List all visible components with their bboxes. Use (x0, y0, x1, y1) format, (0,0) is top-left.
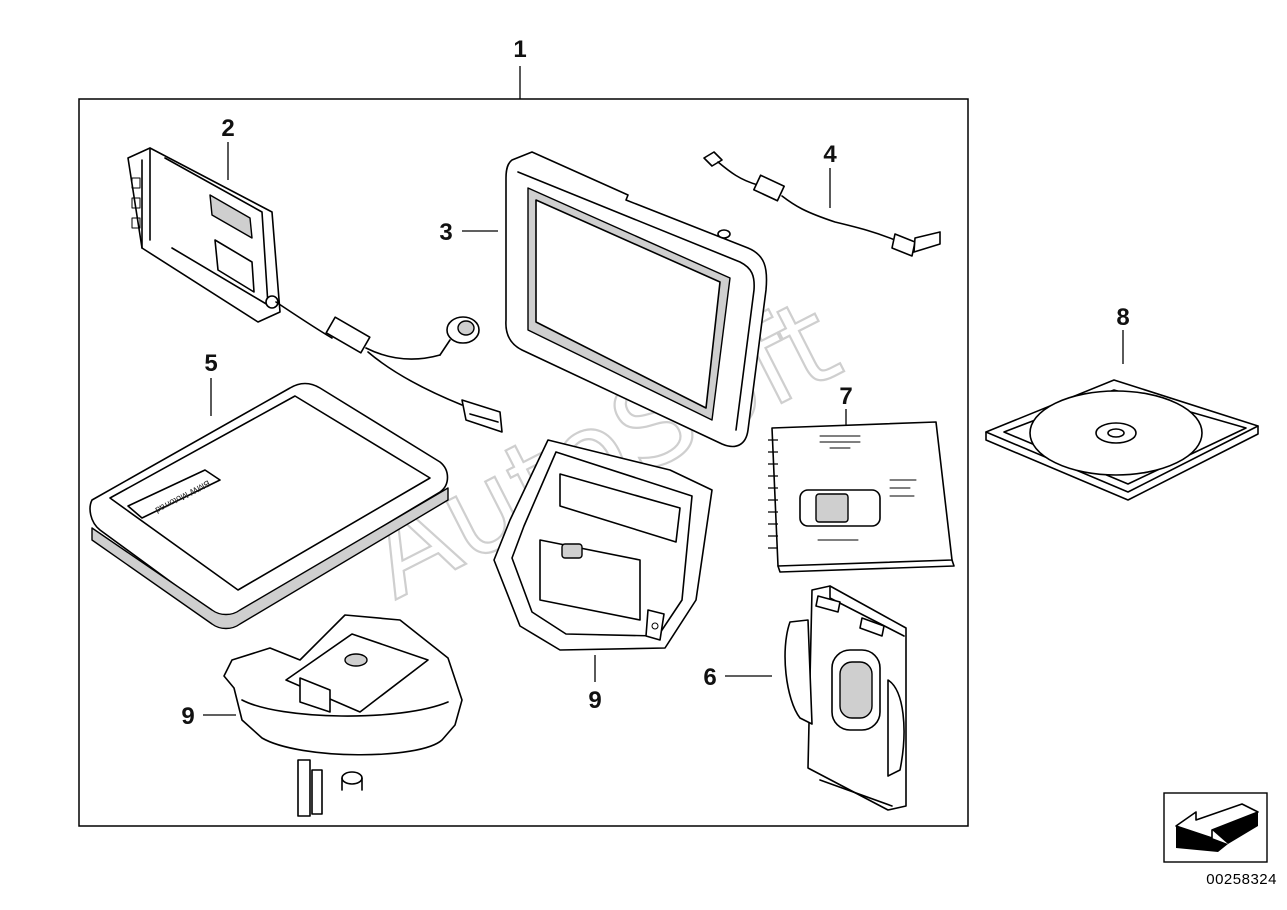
manual-icon (768, 421, 955, 573)
callout-5: 5 (204, 350, 217, 377)
cd-icon (985, 379, 1259, 501)
part-number: 00258324 (1206, 871, 1277, 888)
callout-2: 2 (221, 115, 234, 142)
callout-9-holder: 9 (588, 687, 601, 714)
cradle-icon (127, 147, 503, 433)
usb-cable-icon (703, 151, 941, 257)
callout-9-base: 9 (181, 703, 194, 730)
navigator-icon (505, 151, 768, 448)
callout-1: 1 (513, 36, 526, 63)
holder-icon (493, 439, 713, 651)
kit-frame (78, 98, 969, 827)
callout-4: 4 (823, 141, 837, 168)
callout-3: 3 (439, 219, 452, 246)
callout-7: 7 (839, 383, 852, 410)
callout-6: 6 (703, 664, 716, 691)
arrow-icon[interactable] (1163, 792, 1268, 863)
callout-labels: 1 2 3 4 5 7 8 9 6 9 (181, 36, 1129, 730)
clip-icon (784, 585, 907, 811)
carry-case-icon: BMW Motorrad (89, 382, 449, 630)
mount-base-icon (223, 614, 463, 817)
callout-8: 8 (1116, 304, 1129, 331)
